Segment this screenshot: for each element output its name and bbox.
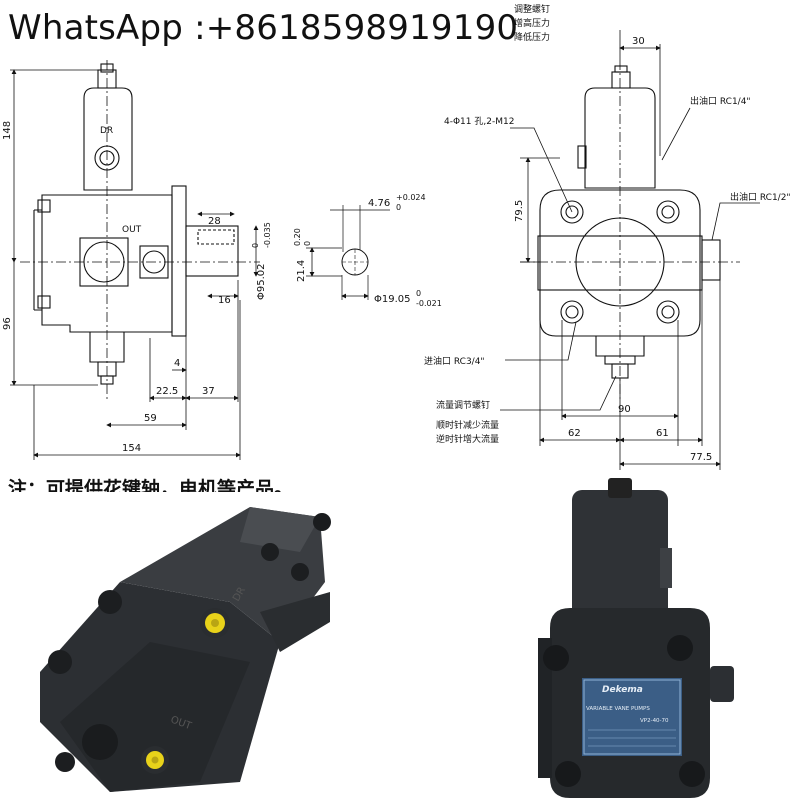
key-tol-lower: 0 bbox=[396, 203, 401, 212]
mount-holes-label: 4-Φ11 孔,2-M12 bbox=[444, 116, 514, 127]
height-21-4: 21.4 bbox=[296, 260, 307, 282]
right-dimensions bbox=[500, 30, 760, 470]
dim-16: 16 bbox=[218, 295, 231, 306]
dim-90: 90 bbox=[618, 404, 631, 415]
shaft-dia-19: Φ19.05 bbox=[374, 294, 411, 305]
dim-96: 96 bbox=[2, 317, 13, 330]
right-pump-view bbox=[520, 60, 740, 400]
pressure-screw-label: 调整螺钉 bbox=[514, 3, 550, 15]
left-pump-view bbox=[20, 60, 260, 400]
shaft-dia-tol-upper: 0 bbox=[416, 289, 421, 298]
top-bolt-icon bbox=[313, 513, 331, 531]
pump-photo-left: DR OUT bbox=[0, 492, 380, 800]
nameplate bbox=[582, 678, 682, 756]
dim-79-5: 79.5 bbox=[514, 200, 525, 222]
dim-154: 154 bbox=[122, 443, 141, 454]
dim-77-5: 77.5 bbox=[690, 452, 712, 463]
technical-drawing: DR OUT 148 96 28 16 4 22.5 37 59 154 Φ95… bbox=[2, 3, 791, 470]
out-label: OUT bbox=[122, 225, 142, 235]
contact-watermark: WhatsApp :+8618598919190 bbox=[8, 8, 519, 48]
shaft-tol-lower: -0.035 bbox=[263, 222, 272, 248]
dim-30: 30 bbox=[632, 36, 645, 47]
outlet-top-label: 出油口 RC1/4" bbox=[690, 95, 751, 107]
pressure-ccw-label: 降低压力 bbox=[514, 31, 550, 43]
dr-label: DR bbox=[100, 126, 113, 136]
nameplate-model: VP2-40-70 bbox=[640, 718, 669, 724]
dim-4: 4 bbox=[174, 358, 180, 369]
dim-59: 59 bbox=[144, 413, 157, 424]
height-tol-lower: 0 bbox=[303, 241, 312, 246]
dim-148: 148 bbox=[2, 121, 13, 140]
dim-61: 61 bbox=[656, 428, 669, 439]
flow-cw-label: 顺时针减少流量 bbox=[436, 419, 499, 431]
shaft-tol-upper: 0 bbox=[251, 243, 260, 248]
nameplate-brand: Dekema bbox=[602, 685, 643, 695]
dim-37: 37 bbox=[202, 386, 215, 397]
shaft-end-icon bbox=[82, 724, 118, 760]
shaft-dia: Φ95.02 bbox=[256, 264, 267, 301]
shaft-section bbox=[306, 205, 390, 300]
dim-28: 28 bbox=[208, 216, 221, 227]
dim-22-5: 22.5 bbox=[156, 386, 178, 397]
key-width: 4.76 bbox=[368, 198, 390, 209]
nameplate-title: VARIABLE VANE PUMPS bbox=[586, 706, 650, 712]
inlet-label: 进油口 RC3/4" bbox=[424, 355, 485, 367]
flow-ccw-label: 逆时针增大流量 bbox=[436, 433, 499, 445]
shaft-dia-tol-lower: -0.021 bbox=[416, 299, 442, 308]
dim-62: 62 bbox=[568, 428, 581, 439]
left-dimensions bbox=[10, 69, 259, 460]
pressure-cw-label: 增高压力 bbox=[514, 17, 550, 29]
flow-screw-label: 流量调节螺钉 bbox=[436, 399, 490, 411]
key-tol-upper: +0.024 bbox=[396, 193, 426, 202]
height-tol-upper: 0.20 bbox=[293, 228, 302, 246]
outlet-side-label: 出油口 RC1/2" bbox=[730, 191, 791, 203]
pump-body-left bbox=[40, 507, 330, 792]
pump-photo-right: Dekema VARIABLE VANE PUMPS VP2-40-70 bbox=[520, 478, 800, 800]
